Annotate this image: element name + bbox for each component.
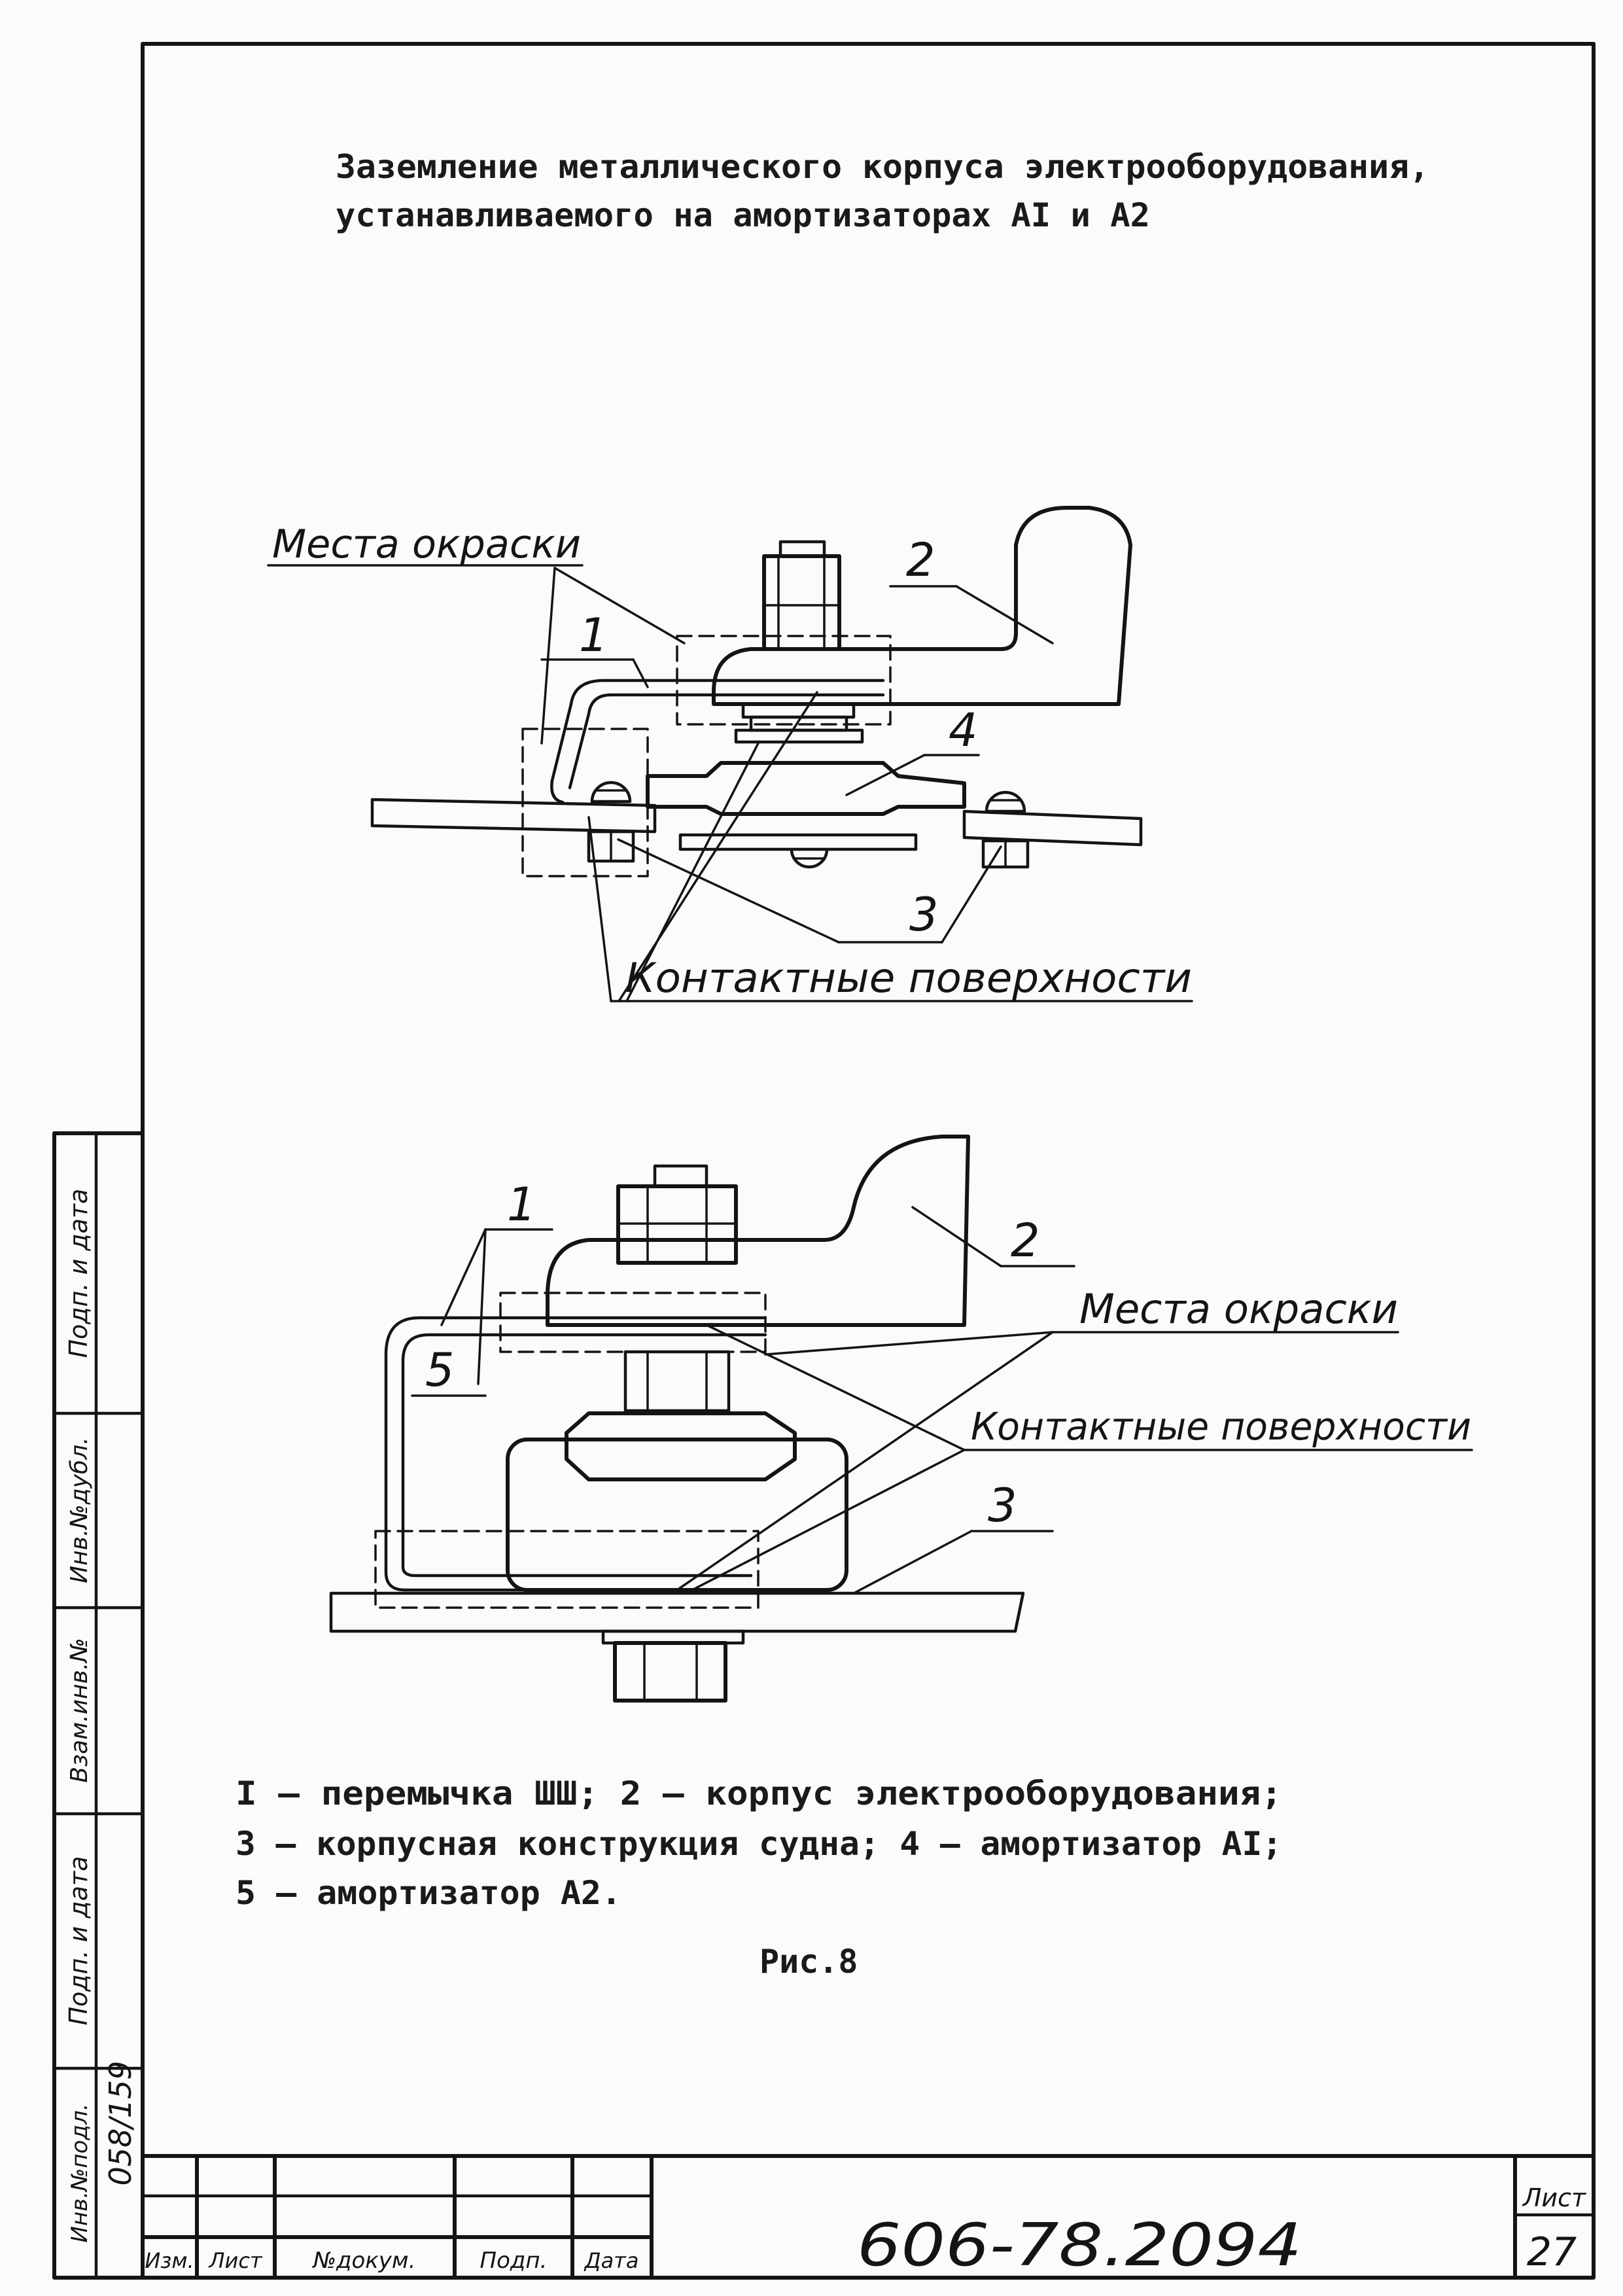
side-stamp: Подп. и дата Инв.№дубл. Взам.инв.№ Подп.… [52,1131,145,2280]
legend-line-3: 5 – амортизатор A2. [236,1874,621,1912]
label-amortizer-5: 5 [425,1343,455,1397]
deck-plate-right [962,809,1143,847]
side-stamp-label-inv-podl: Инв.№подл. [67,2104,93,2243]
jumper-outer-edge [384,1316,767,1592]
leader-line [587,816,612,1002]
label-contact-surfaces: Контактные поверхности [625,954,1192,1002]
jumper-outer-edge [550,679,885,804]
paint-zone-box [374,1530,759,1609]
label-hull-3: 3 [909,888,939,942]
side-stamp-inv-podl-value: 058/159 [103,2060,138,2185]
amortizer-a2-top [565,1411,797,1481]
label-hull-3: 3 [988,1479,1017,1532]
label-housing-2: 2 [1011,1214,1040,1267]
label-paint-places: Места окраски [1079,1285,1398,1333]
leader-line [955,585,1054,645]
side-stamp-border [52,1131,145,2280]
paint-zone-box [676,635,892,726]
side-stamp-label-sign-date-1: Подп. и дата [64,1189,93,1358]
top-bolt-cap [653,1164,708,1188]
leader-line [845,754,926,796]
page-frame [141,42,1596,2280]
leader-line [540,567,556,745]
document-number: 606-78.2094 [857,2211,1302,2280]
figure-1: Места окраски 1 2 4 3 Контактные поверхн… [267,506,1193,1002]
leader-line [477,1228,487,1385]
column-label-sheet: Лист [208,2248,262,2273]
shaft [623,1350,731,1413]
amortizer-ai-body [646,761,966,816]
bottom-nut [613,1641,727,1703]
figure-2: 1 2 Места окраски 5 Контактные поверхнос… [329,1135,1473,1703]
equipment-housing [546,1135,970,1327]
leader-line [625,742,759,1002]
label-jumper-1: 1 [507,1178,536,1231]
column-label-date: Дата [584,2248,639,2273]
legend-line-2: 3 – корпусная конструкция судна; 4 – амо… [236,1825,1282,1863]
top-bolt-nut [762,554,841,651]
legend-line-1: I – перемычка ШШ; 2 – корпус электрообор… [236,1775,1282,1812]
column-label-doc-number: №докум. [312,2248,416,2274]
label-amortizer-4: 4 [949,703,978,757]
leader-line [691,1449,966,1591]
leader-line [852,1530,973,1595]
deck-plate [329,1591,1025,1633]
column-label-signature: Подп. [480,2248,548,2274]
paint-zone-box [521,728,649,877]
washer [734,728,864,744]
leader-line [705,1324,966,1451]
leader-line [553,567,686,645]
side-stamp-label-inv-dubl: Инв.№дубл. [66,1437,93,1583]
jumper-inner-edge [568,693,885,790]
leader-line [617,838,840,944]
left-bolt-head [590,781,632,804]
leader-line [676,1331,1054,1591]
page-title-line-2: устанавливаемого на амортизаторах AI и A… [336,196,1150,234]
top-bolt-cap [778,540,826,558]
leader-line [440,1228,487,1326]
leader-line [941,845,1002,944]
sheet-number: 27 [1527,2229,1577,2275]
leader-line [632,658,649,688]
sheet-label: Лист [1522,2183,1587,2212]
deck-plate-left [370,798,657,834]
amortizer-a2-body [506,1438,848,1592]
side-stamp-label-sign-date-2: Подп. и дата [64,1856,93,2026]
figure-caption: Рис.8 [759,1943,858,1981]
label-jumper-1: 1 [579,609,608,662]
equipment-housing [712,506,1132,706]
page-title-line-1: Заземление металлического корпуса электр… [336,148,1429,186]
label-paint-places: Места окраски [272,521,581,567]
leader-line [764,1331,1054,1356]
side-stamp-label-vzam-inv: Взам.инв.№ [66,1638,93,1783]
center-screw-head [790,847,829,869]
clamp-plate [499,1292,767,1353]
label-housing-2: 2 [906,533,935,587]
title-block: Изм. Лист №докум. Подп. Дата 606-78.2094… [141,2154,1596,2280]
leader-line [911,1206,1002,1267]
jumper-inner-edge [401,1333,767,1578]
right-bolt-head [985,790,1026,813]
base-plate [678,833,918,851]
column-label-change: Изм. [145,2248,194,2273]
label-contact-surfaces: Контактные поверхности [971,1404,1471,1449]
